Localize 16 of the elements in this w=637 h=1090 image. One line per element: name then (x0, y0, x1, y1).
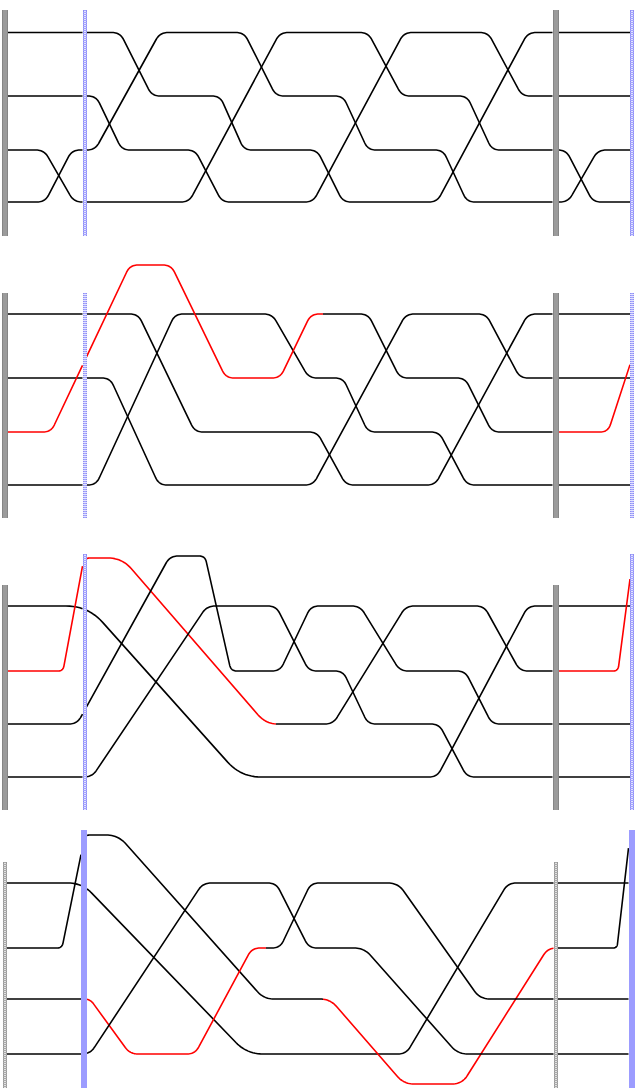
solid-vertical-bar (628, 830, 635, 1088)
dotted-vertical-bar (82, 554, 87, 810)
solid-vertical-bar (552, 293, 559, 518)
solid-vertical-bar (552, 10, 559, 236)
dotted-vertical-bar (630, 10, 634, 236)
dotted-vertical-bar (630, 293, 634, 518)
solid-vertical-bar (81, 830, 87, 1088)
dotted-vertical-bar (553, 862, 558, 1088)
solid-vertical-bar (2, 293, 8, 518)
solid-vertical-bar (552, 585, 559, 810)
solid-vertical-bar (2, 585, 8, 810)
solid-vertical-bar (2, 10, 8, 236)
dotted-vertical-bar (3, 862, 7, 1088)
dotted-vertical-bar (82, 10, 87, 236)
dotted-vertical-bar (630, 554, 634, 810)
dotted-vertical-bar (82, 293, 87, 518)
